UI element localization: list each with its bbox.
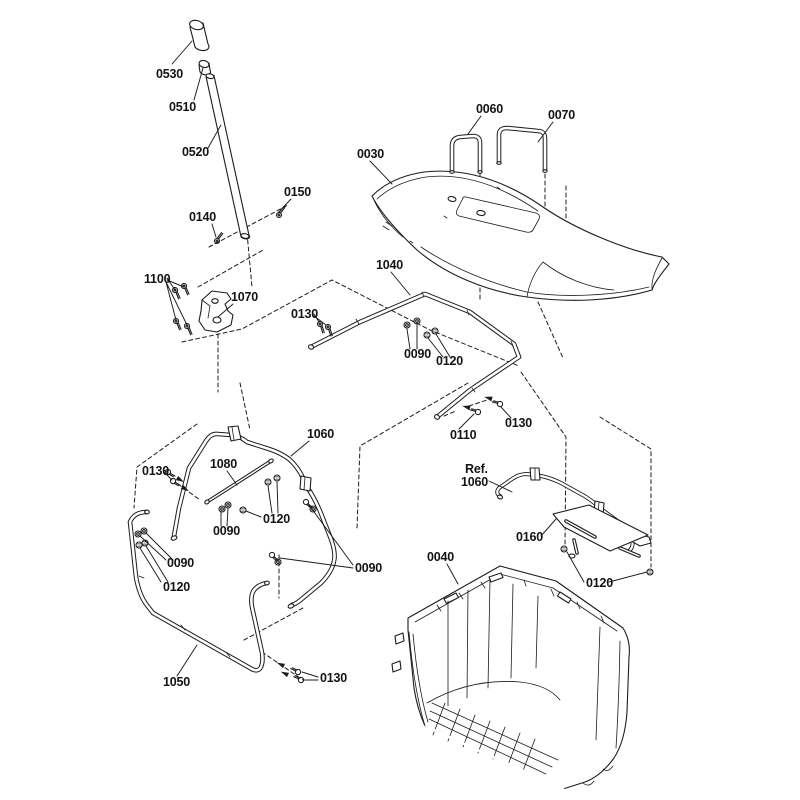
part-label-0130-c: 0130	[142, 464, 169, 478]
part-label-0140: 0140	[189, 210, 216, 224]
part-label-0130-d: 0130	[320, 671, 347, 685]
part-1050-frame	[127, 509, 270, 673]
part-0060-handle	[449, 133, 483, 174]
part-label-0070: 0070	[548, 108, 575, 122]
part-0040-container	[391, 565, 630, 791]
container-lattice	[428, 702, 559, 775]
part-label-0150: 0150	[284, 185, 311, 199]
part-label-1060: 1060	[307, 427, 334, 441]
part-label-ref: Ref.	[465, 462, 488, 476]
part-1080-rod	[204, 458, 274, 505]
part-label-0130-b: 0130	[505, 416, 532, 430]
part-labels: 0530 0510 0520 0150 0140 1100 1070 0130 …	[142, 67, 613, 689]
part-1070-bracket	[198, 290, 234, 333]
part-label-0120-c: 0120	[163, 580, 190, 594]
part-label-0090-a: 0090	[404, 347, 431, 361]
part-label-0090-d: 0090	[355, 561, 382, 575]
part-0030-cover	[371, 170, 670, 301]
part-label-0120-b: 0120	[263, 512, 290, 526]
part-label-1050: 1050	[163, 675, 190, 689]
part-label-0090-c: 0090	[167, 556, 194, 570]
part-0530-cap	[189, 19, 210, 52]
part-1040-frame	[307, 291, 522, 420]
part-label-1070: 1070	[231, 290, 258, 304]
part-label-1040: 1040	[376, 258, 403, 272]
screws-1100	[169, 282, 197, 336]
fasteners-1050	[275, 659, 306, 685]
part-0520-tube	[205, 73, 251, 240]
part-0160-plate	[552, 504, 649, 552]
screw-0150	[275, 206, 286, 219]
part-label-0030: 0030	[357, 147, 384, 161]
part-label-0530: 0530	[156, 67, 183, 81]
part-label-0160: 0160	[516, 530, 543, 544]
part-1060-frame	[170, 425, 337, 609]
part-label-0520: 0520	[182, 145, 209, 159]
part-0070-handle	[496, 125, 548, 173]
part-0510-collar	[198, 59, 212, 76]
part-label-0110: 0110	[450, 428, 477, 442]
part-label-0120-d: 0120	[586, 576, 613, 590]
part-label-0040: 0040	[427, 550, 454, 564]
part-label-0120-a: 0120	[436, 354, 463, 368]
part-label-1080: 1080	[210, 457, 237, 471]
part-label-0510: 0510	[169, 100, 196, 114]
part-label-0060: 0060	[476, 102, 503, 116]
part-label-1100: 1100	[144, 272, 171, 286]
part-label-0130-a: 0130	[291, 307, 318, 321]
part-label-ref-1060: 1060	[461, 475, 488, 489]
leader-lines	[139, 40, 648, 681]
part-label-0090-b: 0090	[213, 524, 240, 538]
